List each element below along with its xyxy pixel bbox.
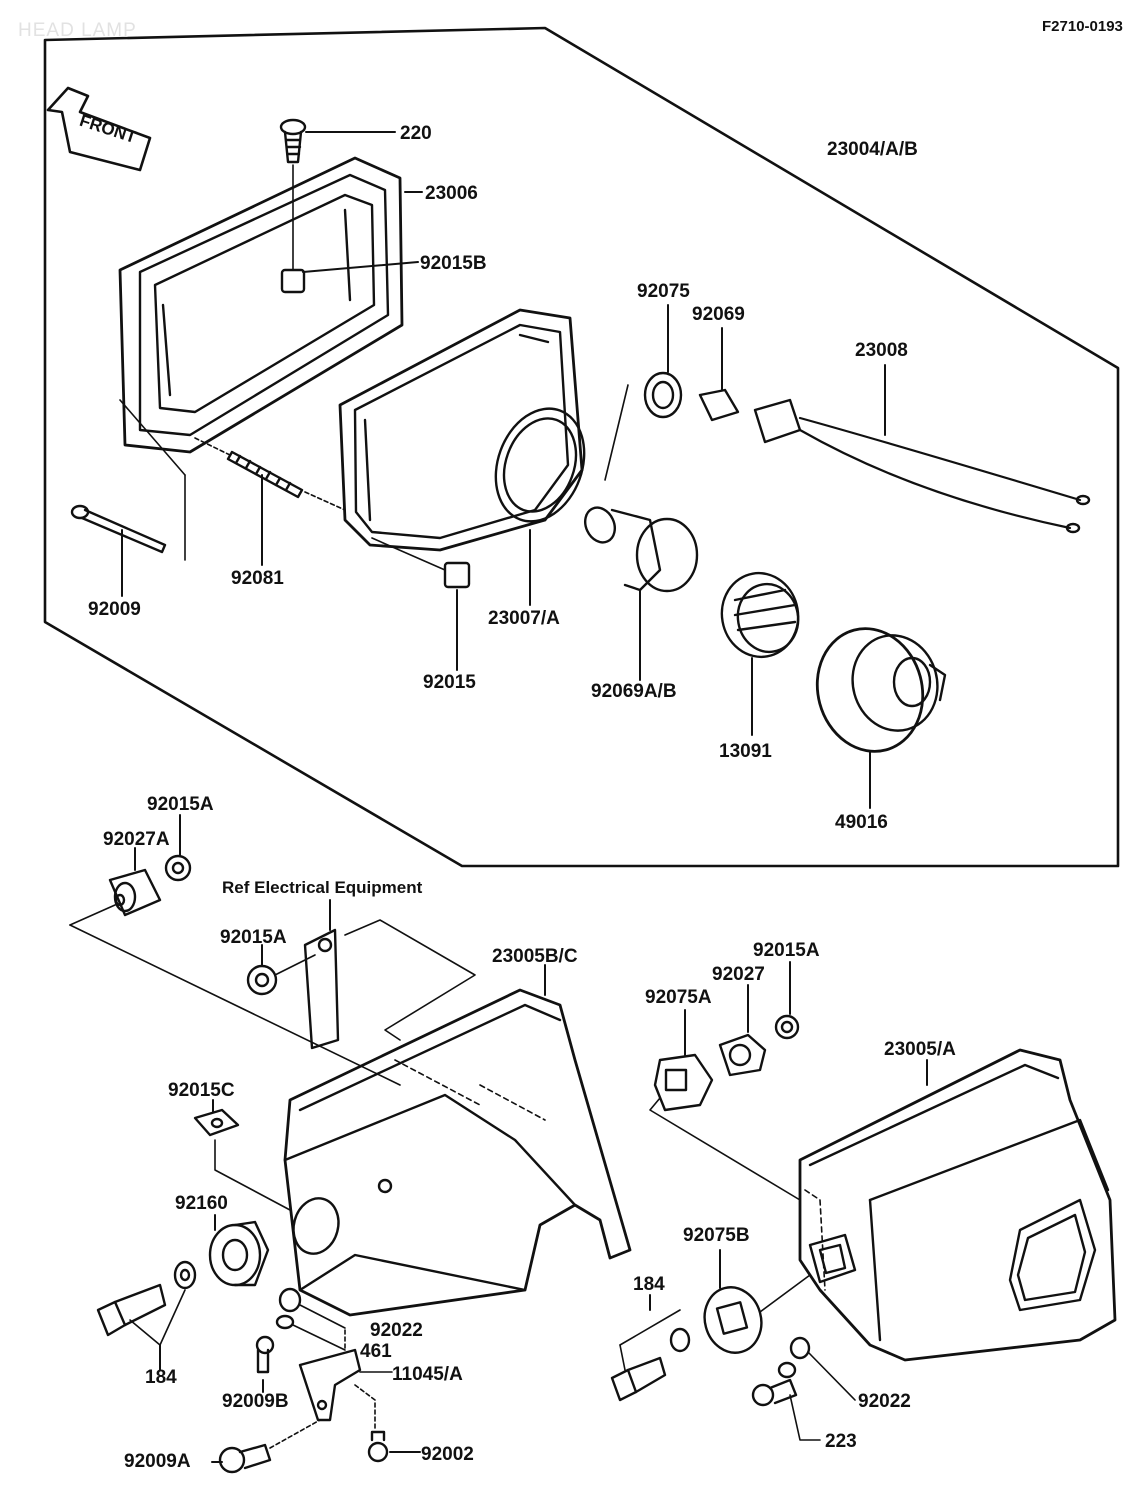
- headlight-housing-23005BC: [283, 964, 632, 1317]
- part-label-92075B: 92075B: [683, 1225, 750, 1246]
- part-label-92069: 92069: [692, 304, 745, 325]
- screw-223: [751, 1378, 821, 1441]
- part-label-184-left: 184: [145, 1367, 177, 1388]
- bulb-92069AB: [584, 506, 699, 681]
- nut-92015B: [280, 164, 419, 294]
- socket-92075: [604, 304, 683, 481]
- lamp-unit-23007A: [338, 308, 586, 606]
- part-label-220: 220: [400, 123, 432, 144]
- retaining-ring-13091: [720, 571, 800, 736]
- screw-220: [279, 118, 396, 164]
- bolt-184-left: [96, 1283, 186, 1371]
- assembly-boundary: [43, 26, 1120, 868]
- part-label-92081: 92081: [231, 568, 284, 589]
- part-label-461: 461: [360, 1341, 392, 1362]
- part-label-92160: 92160: [175, 1193, 228, 1214]
- socket-92075A: [649, 1009, 801, 1201]
- part-label-92075A: 92075A: [645, 987, 712, 1008]
- screw-92002: [367, 1430, 421, 1463]
- section-title: HEAD LAMP: [18, 20, 137, 41]
- leader-line: [344, 919, 476, 1041]
- part-label-92027A: 92027A: [103, 829, 170, 850]
- wire-harness-23008: [753, 364, 1091, 534]
- part-label-23007A: 23007/A: [488, 608, 560, 629]
- nut-92015A-right: [774, 961, 800, 1040]
- nut-92015C: [193, 1099, 291, 1211]
- part-label-92015A-right: 92015A: [753, 940, 820, 961]
- part-label-92015B: 92015B: [420, 253, 487, 274]
- part-label-23004AB: 23004/A/B: [827, 139, 918, 160]
- part-label-92015: 92015: [423, 672, 476, 693]
- bolt-184-right: [610, 1294, 691, 1402]
- part-label-92002: 92002: [421, 1444, 474, 1465]
- part-label-184-right: 184: [633, 1274, 665, 1295]
- nut-92015: [371, 537, 471, 671]
- part-label-92075: 92075: [637, 281, 690, 302]
- part-label-92027: 92027: [712, 964, 765, 985]
- part-label-92022-left: 92022: [370, 1320, 423, 1341]
- screw-92009: [70, 504, 167, 597]
- screw-92009A: [211, 1419, 321, 1474]
- grommet-92027: [718, 984, 767, 1077]
- part-label-13091: 13091: [719, 741, 772, 762]
- part-label-23008: 23008: [855, 340, 908, 361]
- spring-461: [275, 1314, 346, 1351]
- part-label-92069AB: 92069A/B: [591, 681, 677, 702]
- figure-code: F2710-0193: [1042, 18, 1123, 35]
- reference-note: Ref Electrical Equipment: [222, 878, 423, 897]
- part-label-23006: 23006: [425, 183, 478, 204]
- part-label-92009A: 92009A: [124, 1451, 191, 1472]
- leader-line: [69, 904, 116, 926]
- grommet-92075B: [703, 1249, 811, 1354]
- nut-92015A-bracket: [246, 944, 316, 996]
- collar-92022-right: [777, 1336, 856, 1401]
- bulb-92069: [698, 327, 740, 422]
- bracket-11045A: [298, 1329, 393, 1431]
- part-label-92015A-upper: 92015A: [147, 794, 214, 815]
- part-label-11045A: 11045/A: [392, 1364, 463, 1385]
- leader-line: [69, 924, 401, 1086]
- part-label-92009B: 92009B: [222, 1391, 289, 1412]
- electrical-bracket: [303, 899, 340, 1050]
- part-label-49016: 49016: [835, 812, 888, 833]
- headlight-housing-23005A: [798, 1048, 1117, 1362]
- grommet-92160: [208, 1214, 270, 1287]
- part-label-92009: 92009: [88, 599, 141, 620]
- grommet-92027A: [108, 847, 162, 917]
- part-label-92015A-bracket: 92015A: [220, 927, 287, 948]
- part-label-92015C: 92015C: [168, 1080, 235, 1101]
- part-label-23005A: 23005/A: [884, 1039, 956, 1060]
- part-label-223: 223: [825, 1431, 857, 1452]
- screw-92009B: [255, 1335, 275, 1393]
- dust-cover-49016: [815, 627, 947, 809]
- adjusting-screw-92081: [194, 437, 346, 566]
- part-label-92022-right: 92022: [858, 1391, 911, 1412]
- part-label-23005BC: 23005B/C: [492, 946, 578, 967]
- front-direction-arrow: FRONT: [46, 86, 152, 172]
- headlamp-rim-23006: [118, 156, 423, 561]
- nut-92015A-upper: [164, 814, 192, 882]
- washer-left: [173, 1260, 197, 1290]
- collar-92022-left: [278, 1287, 346, 1329]
